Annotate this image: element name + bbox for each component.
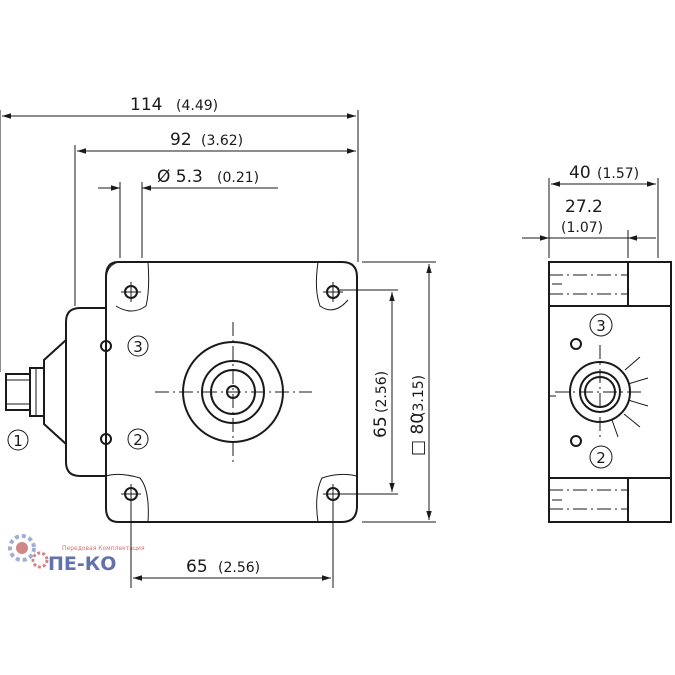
callout-1: 1 bbox=[7, 429, 29, 451]
led-hole-3 bbox=[100, 340, 112, 352]
callout-3-front: 3 bbox=[127, 335, 149, 357]
side-body-outline bbox=[548, 261, 672, 523]
svg-text:2: 2 bbox=[596, 449, 606, 467]
svg-text:(3.62): (3.62) bbox=[201, 133, 243, 149]
connector-housing-outline bbox=[65, 307, 106, 477]
svg-text:(4.49): (4.49) bbox=[176, 98, 218, 114]
extension-lines bbox=[0, 110, 436, 588]
svg-text:(2.56): (2.56) bbox=[374, 371, 390, 413]
svg-text:(1.57): (1.57) bbox=[597, 166, 639, 182]
svg-text:3: 3 bbox=[133, 338, 143, 356]
dimension-65-horizontal: 65 (2.56) bbox=[133, 557, 331, 581]
svg-text:65: 65 bbox=[371, 416, 391, 438]
svg-text:(0.21): (0.21) bbox=[217, 170, 259, 186]
sensor-body-outline bbox=[105, 261, 358, 523]
svg-text:114: 114 bbox=[130, 95, 162, 115]
gear-icon bbox=[8, 534, 49, 569]
svg-text:(2.56): (2.56) bbox=[218, 560, 260, 576]
svg-text:Ø 5.3: Ø 5.3 bbox=[157, 167, 203, 187]
dimension-27-2: 27.2 (1.07) bbox=[522, 197, 656, 241]
side-extension-lines bbox=[548, 178, 659, 258]
svg-text:3: 3 bbox=[596, 317, 606, 335]
svg-text:27.2: 27.2 bbox=[565, 197, 603, 217]
led-hole-2 bbox=[100, 433, 112, 445]
dimension-hole-diameter: Ø 5.3 (0.21) bbox=[98, 167, 278, 191]
side-view bbox=[548, 261, 672, 523]
svg-text:1: 1 bbox=[13, 432, 23, 450]
svg-text:2: 2 bbox=[133, 431, 143, 449]
svg-text:92: 92 bbox=[170, 130, 192, 150]
callout-2-side: 2 bbox=[589, 445, 613, 469]
svg-text:40: 40 bbox=[569, 163, 591, 183]
callout-3-side: 3 bbox=[589, 313, 613, 337]
m12-connector bbox=[5, 339, 67, 445]
dimension-40: 40 (1.57) bbox=[551, 163, 656, 187]
svg-text:ПЕ-КО: ПЕ-КО bbox=[48, 553, 116, 575]
dimension-65-vertical: 65 (2.56) bbox=[371, 292, 395, 492]
svg-text:Передовая Комплектация: Передовая Комплектация bbox=[62, 545, 145, 552]
svg-text:□ 80: □ 80 bbox=[408, 413, 428, 456]
dimension-80-vertical: □ 80 (3.15) bbox=[408, 264, 432, 520]
svg-text:65: 65 bbox=[186, 557, 208, 577]
svg-text:(1.07): (1.07) bbox=[561, 220, 603, 236]
dimension-92: 92 (3.62) bbox=[77, 130, 356, 154]
dimension-114: 114 (4.49) bbox=[2, 95, 356, 119]
callout-2-front: 2 bbox=[127, 428, 149, 450]
company-logo: Передовая Комплектация ПЕ-КО bbox=[8, 534, 145, 575]
svg-text:(3.15): (3.15) bbox=[411, 375, 427, 417]
front-view bbox=[5, 261, 358, 523]
